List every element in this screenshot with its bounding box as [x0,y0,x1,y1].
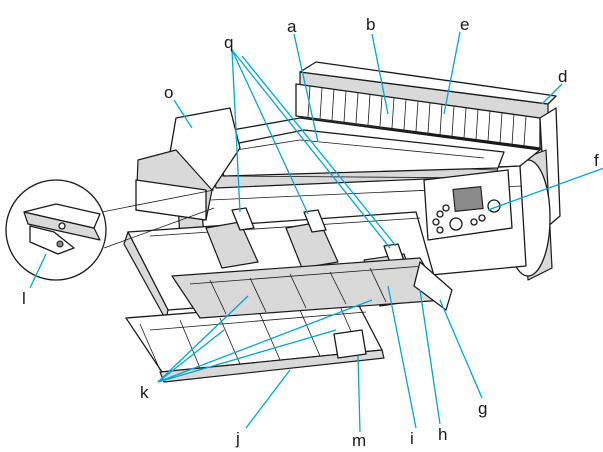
extension-tray [125,257,445,383]
label-a: a [287,17,297,36]
label-i: i [410,429,414,448]
label-q: q [224,33,233,52]
leader-lines [29,31,603,433]
label-f: f [594,151,599,170]
top-cover [213,129,505,177]
label-e: e [460,15,469,34]
label-k: k [140,383,149,402]
label-l: l [22,289,26,308]
operation-panel [423,169,513,241]
label-o: o [164,83,173,102]
basket-edge [413,261,453,311]
label-g: g [478,399,487,418]
label-j: j [235,429,240,448]
ink-tank-cover [135,107,241,221]
label-b: b [366,15,375,34]
part-labels: a b e d f o q g h i m j k l [22,15,599,450]
label-h: h [438,425,447,444]
label-m: m [352,431,366,450]
cutter-inset [5,179,215,281]
roll-holder-cover [295,83,541,149]
label-d: d [558,67,567,86]
